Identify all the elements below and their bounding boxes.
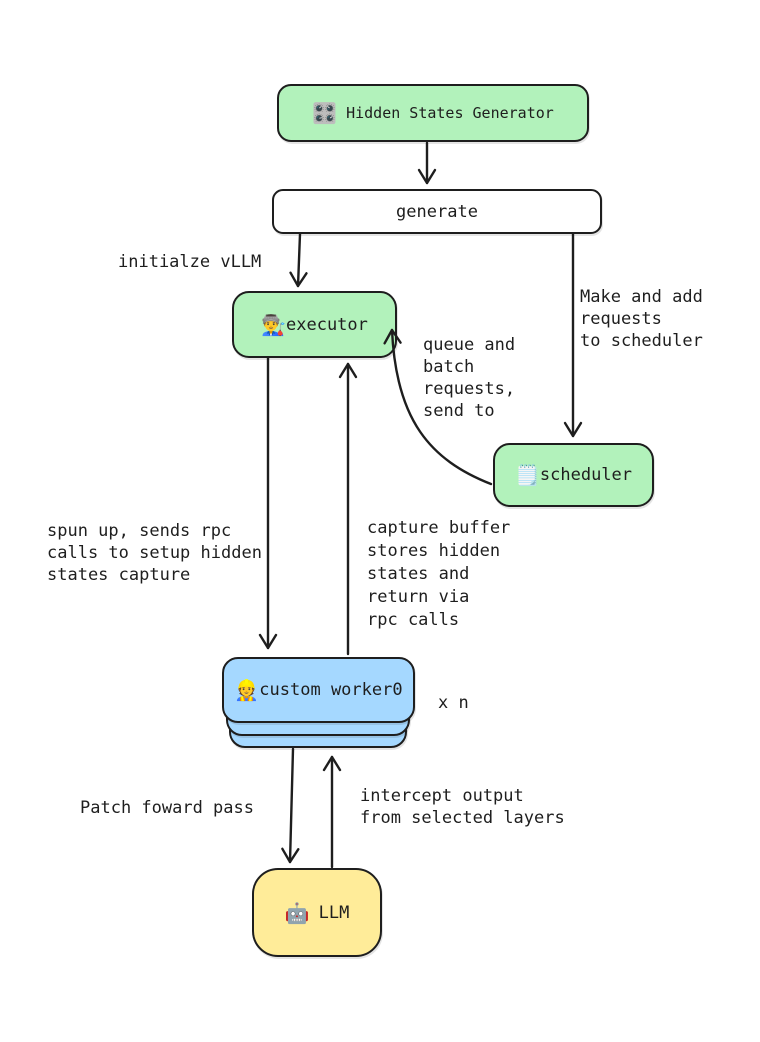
node-custom-worker-label: custom worker0 [259, 680, 403, 700]
arrow-worker-to-llm [281, 747, 300, 864]
node-generate-label: generate [396, 201, 478, 222]
label-intercept-output: intercept output from selected layers [360, 786, 565, 828]
node-executor-label: executor [286, 314, 368, 335]
node-llm: 🤖 LLM [252, 868, 382, 957]
node-scheduler-label: scheduler [539, 465, 633, 485]
control-knobs-icon: 🎛️ [312, 101, 338, 125]
node-executor: 👨‍🏭 executor [232, 291, 397, 358]
label-initialize-vllm: initialze vLLM [118, 252, 262, 272]
arrow-generate-to-executor [289, 232, 308, 288]
factory-worker-icon: 👨‍🏭 [261, 312, 286, 337]
label-x-n: x n [438, 693, 469, 713]
node-llm-label: LLM [318, 902, 350, 923]
label-make-add-requests: Make and add requests to scheduler [580, 287, 703, 351]
notepad-icon: 🗒️ [514, 463, 540, 487]
robot-icon: 🤖 [284, 900, 310, 925]
node-hidden-states-generator-label: Hidden States Generator [346, 104, 554, 122]
label-queue-batch-requests: queue and batch requests, send to [423, 335, 516, 421]
node-scheduler: 🗒️ scheduler [493, 443, 654, 507]
node-custom-worker: 👷 custom worker0 [222, 657, 415, 723]
node-hidden-states-generator: 🎛️ Hidden States Generator [277, 84, 589, 142]
label-patch-forward-pass: Patch foward pass [80, 798, 254, 818]
label-capture-buffer: capture buffer stores hidden states and … [367, 518, 511, 630]
node-generate: generate [272, 189, 602, 234]
construction-worker-icon: 👷 [234, 678, 260, 702]
label-spun-up-rpc: spun up, sends rpc calls to setup hidden… [47, 521, 262, 585]
